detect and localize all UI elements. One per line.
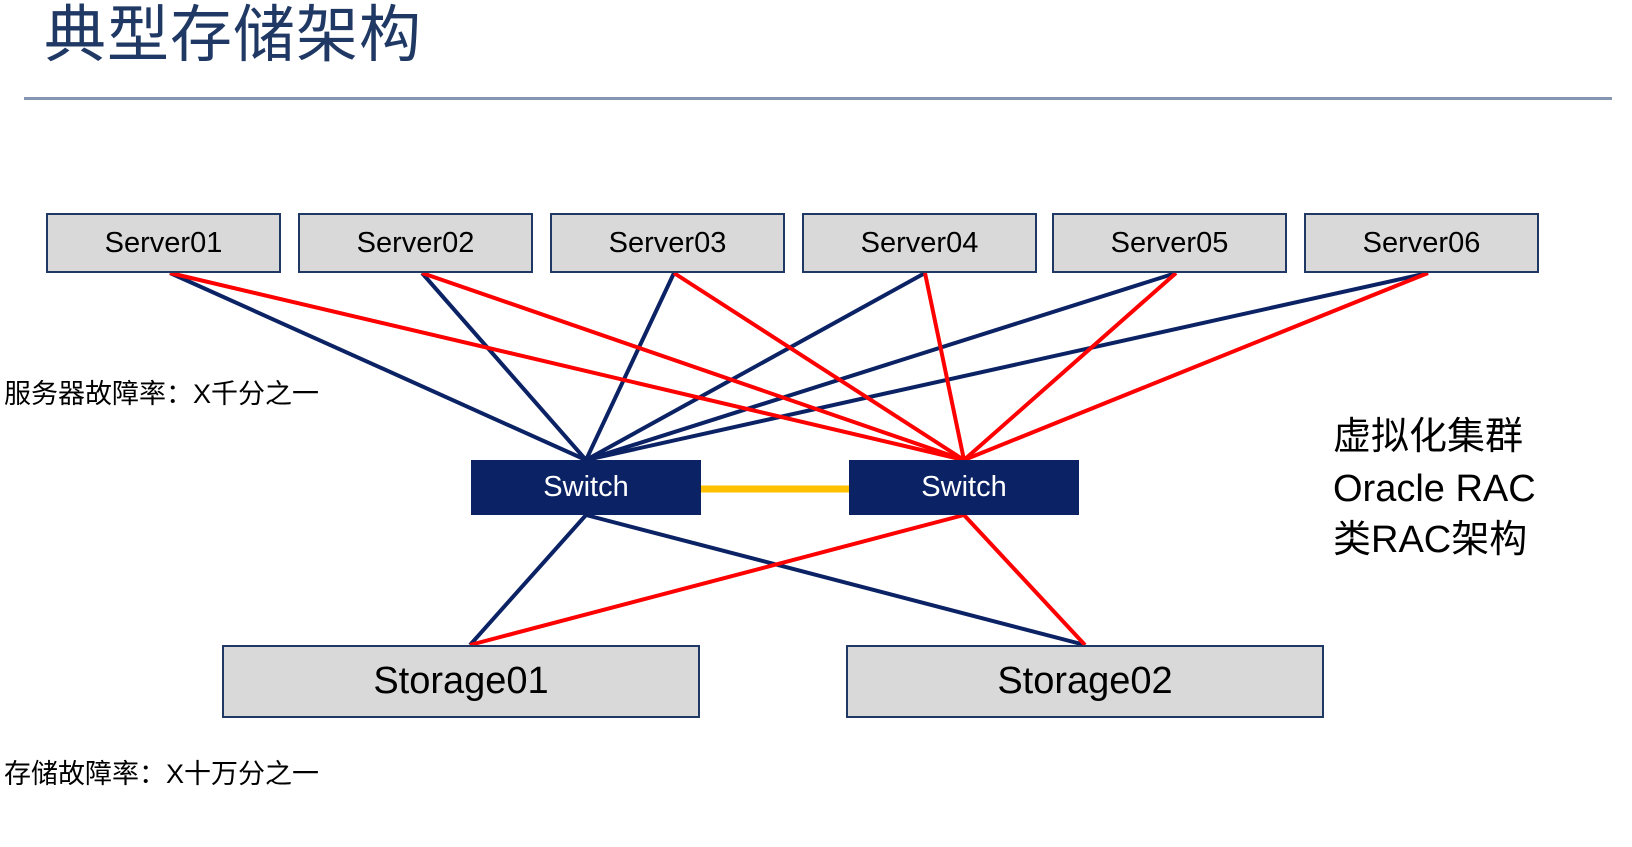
link-server-to-switch-b-3 [672, 271, 966, 462]
switch-node-1[interactable]: Switch [471, 460, 701, 515]
storage-node-label: Storage02 [997, 660, 1173, 702]
title-divider [24, 97, 1612, 100]
link-server-to-switch-a-3 [584, 272, 676, 461]
cluster-notes: 虚拟化集群 Oracle RAC 类RAC架构 [1333, 412, 1536, 567]
server-node-5[interactable]: Server05 [1052, 213, 1287, 273]
storage-node-label: Storage01 [373, 660, 549, 702]
cluster-note-line-2: Oracle RAC [1333, 467, 1536, 510]
link-server-to-switch-a-2 [420, 271, 588, 462]
server-node-1[interactable]: Server01 [46, 213, 281, 273]
storage-node-1[interactable]: Storage01 [222, 645, 700, 718]
server-failure-rate-label: 服务器故障率：X千分之一 [4, 379, 320, 409]
page-title: 典型存储架构 [44, 1, 423, 70]
link-server-to-switch-a-1 [169, 271, 587, 462]
server-node-label: Server01 [104, 226, 223, 259]
storage-failure-rate-label: 存储故障率：X十万分之一 [4, 759, 320, 789]
link-switch-to-storage-3 [469, 513, 965, 647]
switch-node-2[interactable]: Switch [849, 460, 1079, 515]
server-node-label: Server04 [860, 226, 979, 259]
server-node-4[interactable]: Server04 [802, 213, 1037, 273]
link-server-to-switch-a-5 [585, 271, 1177, 462]
storage-node-2[interactable]: Storage02 [846, 645, 1324, 718]
server-node-label: Server03 [608, 226, 727, 259]
link-server-to-switch-a-4 [585, 271, 926, 462]
server-node-3[interactable]: Server03 [550, 213, 785, 273]
link-server-to-switch-b-5 [962, 271, 1178, 462]
cluster-note-line-1: 虚拟化集群 [1333, 416, 1524, 458]
switch-node-label: Switch [921, 471, 1007, 503]
switch-node-label: Switch [543, 471, 629, 503]
link-server-to-switch-b-4 [923, 272, 966, 461]
link-switch-to-storage-4 [962, 513, 1087, 647]
link-switch-to-storage-2 [585, 513, 1086, 647]
link-server-to-switch-b-1 [169, 271, 965, 462]
server-node-label: Server02 [356, 226, 475, 259]
cluster-note-line-3: 类RAC架构 [1333, 519, 1528, 562]
server-node-label: Server06 [1362, 226, 1481, 259]
link-server-to-switch-a-6 [585, 271, 1429, 462]
server-node-6[interactable]: Server06 [1304, 213, 1539, 273]
link-switch-to-storage-1 [468, 513, 588, 647]
server-node-2[interactable]: Server02 [298, 213, 533, 273]
link-server-to-switch-b-2 [421, 271, 965, 462]
server-node-label: Server05 [1110, 226, 1229, 259]
